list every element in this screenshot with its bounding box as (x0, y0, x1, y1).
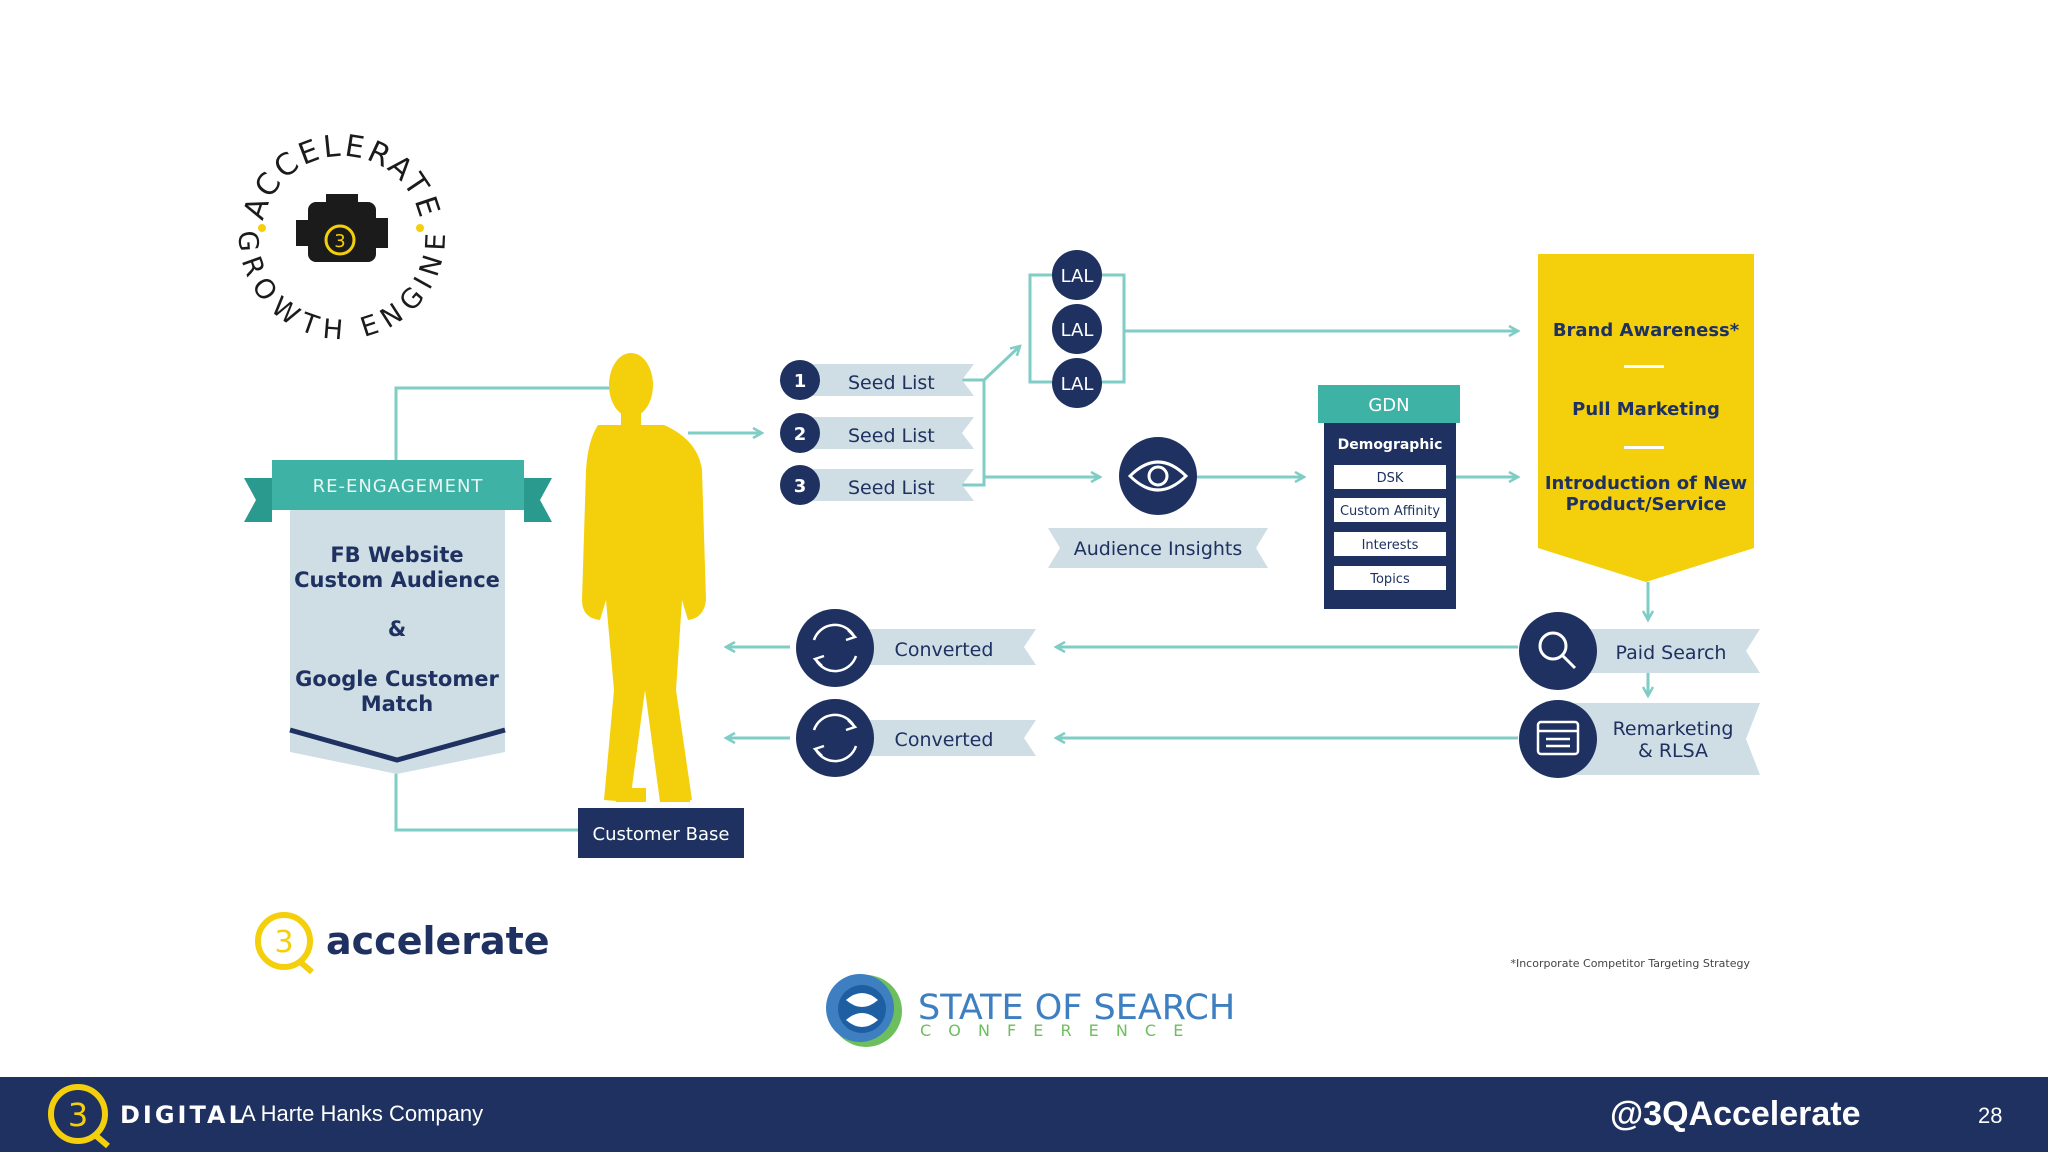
accelerate-logo: 3 accelerate (255, 912, 550, 975)
footer-company: A Harte Hanks Company (241, 1101, 484, 1126)
remarketing-line-2: & RLSA (1638, 740, 1708, 762)
svg-text:DSK: DSK (1377, 471, 1404, 486)
footer-logo-text: DIGITAL (120, 1101, 247, 1129)
svg-text:LAL: LAL (1061, 266, 1094, 287)
refresh-cycle-icon (812, 713, 858, 763)
magnifier-icon (1538, 631, 1577, 670)
svg-text:Topics: Topics (1369, 572, 1410, 587)
gdn-demographic: Demographic (1338, 437, 1443, 453)
paid-search: Paid Search (1519, 612, 1760, 690)
gdn-item-topics: Topics (1334, 566, 1446, 590)
seed-list-2-number: 2 (794, 424, 807, 445)
refresh-cycle-icon (812, 623, 858, 673)
seed-list-2-label: Seed List (848, 425, 935, 447)
svg-text:Custom Affinity: Custom Affinity (1340, 504, 1440, 519)
audience-insights-label: Audience Insights (1074, 538, 1243, 560)
svg-text:3: 3 (334, 231, 345, 252)
svg-text:3: 3 (68, 1096, 88, 1134)
seed-list-3-number: 3 (794, 476, 807, 497)
growth-engine-diagram: ACCELERATE GROWTH ENGINE 3 (231, 129, 1760, 1047)
re-engagement-panel: RE-ENGAGEMENT FB Website Custom Audience… (244, 460, 552, 774)
svg-text:LAL: LAL (1061, 374, 1094, 395)
accelerate-logo-text: accelerate (326, 919, 550, 963)
sos-logo-line-1: STATE OF SEARCH (918, 988, 1235, 1028)
reengagement-amp: & (388, 617, 406, 641)
funnel-intro-line-1: Introduction of New (1545, 473, 1747, 494)
page-number: 28 (1978, 1103, 2003, 1128)
seed-list-1-label: Seed List (848, 372, 935, 394)
remarketing-rlsa: Remarketing & RLSA (1519, 700, 1760, 778)
gdn-item-interests: Interests (1334, 532, 1446, 556)
seed-list-3-label: Seed List (848, 477, 935, 499)
3q-digital-logo-icon: 3 (48, 1084, 110, 1149)
connectors (394, 273, 1648, 832)
footer-twitter-handle: @3QAccelerate (1610, 1095, 1861, 1133)
gdn-item-custom-affinity: Custom Affinity (1334, 498, 1446, 522)
converted-2-label: Converted (895, 729, 994, 751)
audience-insights: Audience Insights (1048, 437, 1268, 568)
svg-text:Interests: Interests (1362, 538, 1419, 553)
gdn-header: GDN (1368, 395, 1409, 416)
seed-list-1: 1 Seed List (780, 360, 974, 400)
remarketing-line-1: Remarketing (1613, 718, 1734, 740)
reengagement-line-3: Google Customer (295, 667, 499, 691)
funnel-brand-awareness: Brand Awareness* (1553, 320, 1740, 341)
seed-list-2: 2 Seed List (780, 413, 974, 453)
converted-1-label: Converted (895, 639, 994, 661)
converted-1: Converted (796, 609, 1036, 687)
browser-window-icon (1536, 720, 1580, 756)
footnote: *Incorporate Competitor Targeting Strate… (1510, 957, 1750, 970)
svg-text:Customer Base: Customer Base (593, 824, 730, 845)
accelerate-logo-mark: 3 (274, 925, 293, 960)
sos-logo-line-2: C O N F E R E N C E (920, 1021, 1189, 1040)
paid-search-label: Paid Search (1616, 642, 1727, 664)
reengagement-line-2: Custom Audience (294, 568, 500, 592)
svg-text:LAL: LAL (1061, 320, 1094, 341)
gdn-item-dsk: DSK (1334, 465, 1446, 489)
engine-icon: 3 (296, 194, 388, 262)
lal-circle-1: LAL (1052, 250, 1102, 300)
lal-circle-3: LAL (1052, 358, 1102, 408)
accelerate-growth-engine-badge: ACCELERATE GROWTH ENGINE 3 (231, 129, 449, 347)
customer-person-silhouette (582, 353, 706, 802)
footer-bar: 3 DIGITAL A Harte Hanks Company @3QAccel… (0, 1077, 2048, 1152)
reengagement-line-1: FB Website (330, 543, 463, 567)
re-engagement-banner: RE-ENGAGEMENT (313, 476, 484, 497)
customer-base-box: Customer Base (578, 808, 744, 858)
seed-list-3: 3 Seed List (780, 465, 974, 505)
funnel-pull-marketing: Pull Marketing (1572, 399, 1720, 420)
state-of-search-logo: STATE OF SEARCH C O N F E R E N C E (826, 974, 1235, 1047)
eye-icon (1127, 460, 1189, 492)
converted-2: Converted (796, 699, 1036, 777)
gdn-panel: GDN Demographic DSK Custom Affinity Inte… (1318, 385, 1460, 609)
lal-circle-2: LAL (1052, 304, 1102, 354)
seed-list-1-number: 1 (794, 371, 807, 392)
funnel-intro-line-2: Product/Service (1566, 494, 1727, 515)
marketing-funnel: Brand Awareness* Pull Marketing Introduc… (1538, 254, 1754, 582)
reengagement-line-4: Match (361, 692, 434, 716)
